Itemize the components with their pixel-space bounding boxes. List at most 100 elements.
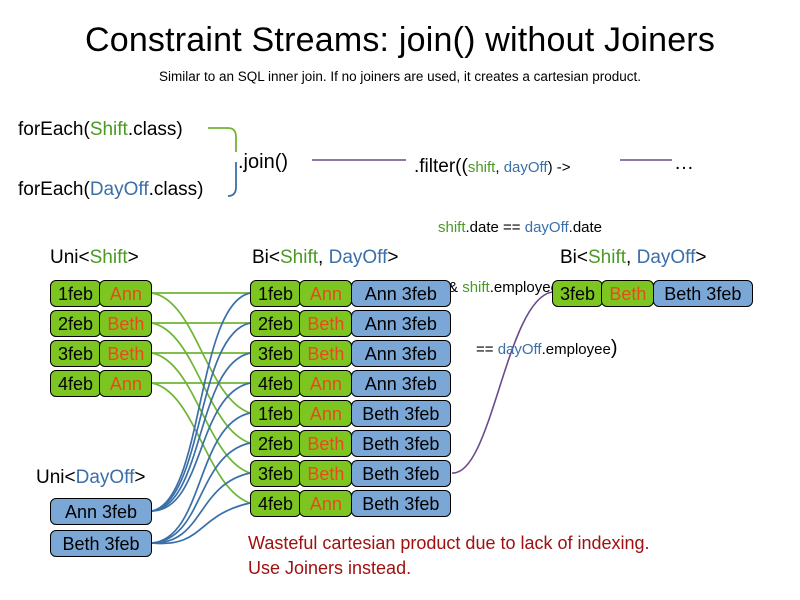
uni-dayoff-suffix: > (134, 467, 146, 488)
filter2-mid: .date == (465, 219, 525, 236)
code-join-call: .join() (238, 151, 289, 173)
result-employee: Beth (601, 280, 655, 307)
shift-date: 2feb (50, 310, 101, 337)
bi-mid-type2: DayOff (328, 247, 388, 268)
shift-employee: Ann (99, 280, 153, 307)
bi-mid-prefix: Bi< (252, 247, 280, 268)
cartesian-dayoff: Beth 3feb (350, 400, 451, 427)
filter4-close-paren: ) (610, 337, 618, 359)
cartesian-dayoff: Ann 3feb (350, 370, 451, 397)
shift-employee: Ann (99, 370, 153, 397)
cartesian-employee: Beth (299, 340, 353, 367)
filter-line-4: == dayOff.employee) (414, 338, 618, 360)
filter-arrow: ) -> (547, 159, 571, 176)
filter2-dayoff: dayOff (524, 219, 569, 236)
bi-right-sep: , (626, 247, 637, 268)
filter-param-dayoff: dayOff (503, 159, 548, 176)
filter-param-shift: shift (467, 159, 496, 176)
uni-shift-prefix: Uni< (50, 247, 90, 268)
cartesian-employee: Ann (299, 490, 353, 517)
cartesian-employee: Ann (299, 370, 353, 397)
shift-employee: Beth (99, 310, 153, 337)
bi-mid-type1: Shift (280, 247, 319, 268)
result-date: 3feb (552, 280, 603, 307)
result-dayoff: Beth 3feb (652, 280, 753, 307)
cartesian-date: 3feb (250, 340, 301, 367)
code-foreach-shift: forEach(Shift.class) (18, 118, 183, 142)
cartesian-employee: Ann (299, 280, 353, 307)
label-uni-shift: Uni<Shift> (50, 246, 139, 269)
code-filter-block: .filter((shift, dayOff) -> shift.date ==… (414, 117, 618, 400)
shift-date: 3feb (50, 340, 101, 367)
shift-date: 4feb (50, 370, 101, 397)
filter4-dayoff: dayOff (497, 341, 542, 358)
cartesian-employee: Ann (299, 400, 353, 427)
cartesian-dayoff: Ann 3feb (350, 280, 451, 307)
filter-line-2: shift.date == dayOff.date (414, 218, 618, 238)
cartesian-dayoff: Ann 3feb (350, 310, 451, 337)
page-title: Constraint Streams: join() without Joine… (84, 21, 716, 59)
bi-mid-sep: , (318, 247, 329, 268)
cartesian-date: 3feb (250, 460, 301, 487)
cartesian-date: 2feb (250, 430, 301, 457)
dayoff-label: Beth 3feb (50, 530, 152, 557)
uni-dayoff-type: DayOff (75, 467, 135, 488)
cartesian-employee: Beth (299, 310, 353, 337)
cartesian-dayoff: Beth 3feb (350, 460, 451, 487)
label-bi-right: Bi<Shift, DayOff> (560, 246, 706, 269)
bi-mid-suffix: > (387, 247, 399, 268)
dayoff-card[interactable]: Beth 3feb (50, 530, 152, 557)
bi-right-prefix: Bi< (560, 247, 588, 268)
cartesian-dayoff: Beth 3feb (350, 430, 451, 457)
uni-shift-suffix: > (127, 247, 139, 268)
filter-open-paren: ( (461, 156, 468, 177)
foreach-shift-type: Shift (89, 119, 128, 140)
foreach-dayoff-suffix: .class) (148, 179, 204, 200)
filter2-shift: shift (438, 219, 466, 236)
foreach-dayoff-type: DayOff (89, 179, 149, 200)
filter-param-comma: , (495, 159, 504, 176)
cartesian-date: 4feb (250, 490, 301, 517)
filter-line-1: .filter((shift, dayOff) -> (414, 157, 618, 178)
bi-right-type1: Shift (588, 247, 627, 268)
filter3-shift: shift (462, 279, 490, 296)
cartesian-employee: Beth (299, 460, 353, 487)
label-uni-dayoff: Uni<DayOff> (36, 466, 146, 489)
cartesian-employee: Beth (299, 430, 353, 457)
cartesian-date: 1feb (250, 400, 301, 427)
filter-keyword: .filter( (414, 156, 462, 177)
sequence-ellipsis: … (674, 152, 695, 174)
foreach-dayoff-prefix: forEach( (18, 179, 90, 200)
dayoff-card[interactable]: Ann 3feb (50, 498, 152, 525)
filter3-end: .employee (489, 279, 559, 296)
cartesian-dayoff: Beth 3feb (350, 490, 451, 517)
page-subtitle: Similar to an SQL inner join. If no join… (159, 69, 641, 84)
shift-employee: Beth (99, 340, 153, 367)
foreach-shift-suffix: .class) (127, 119, 183, 140)
cartesian-date: 4feb (250, 370, 301, 397)
dayoff-label: Ann 3feb (50, 498, 152, 525)
bi-right-type2: DayOff (636, 247, 696, 268)
filter4-eq: == (476, 341, 498, 358)
bi-right-suffix: > (695, 247, 707, 268)
filter4-end: .employee (541, 341, 611, 358)
cartesian-date: 2feb (250, 310, 301, 337)
warning-text: Wasteful cartesian product due to lack o… (248, 533, 650, 578)
uni-dayoff-prefix: Uni< (36, 467, 76, 488)
code-foreach-dayoff: forEach(DayOff.class) (18, 178, 204, 202)
filter2-end: .date (568, 219, 603, 236)
